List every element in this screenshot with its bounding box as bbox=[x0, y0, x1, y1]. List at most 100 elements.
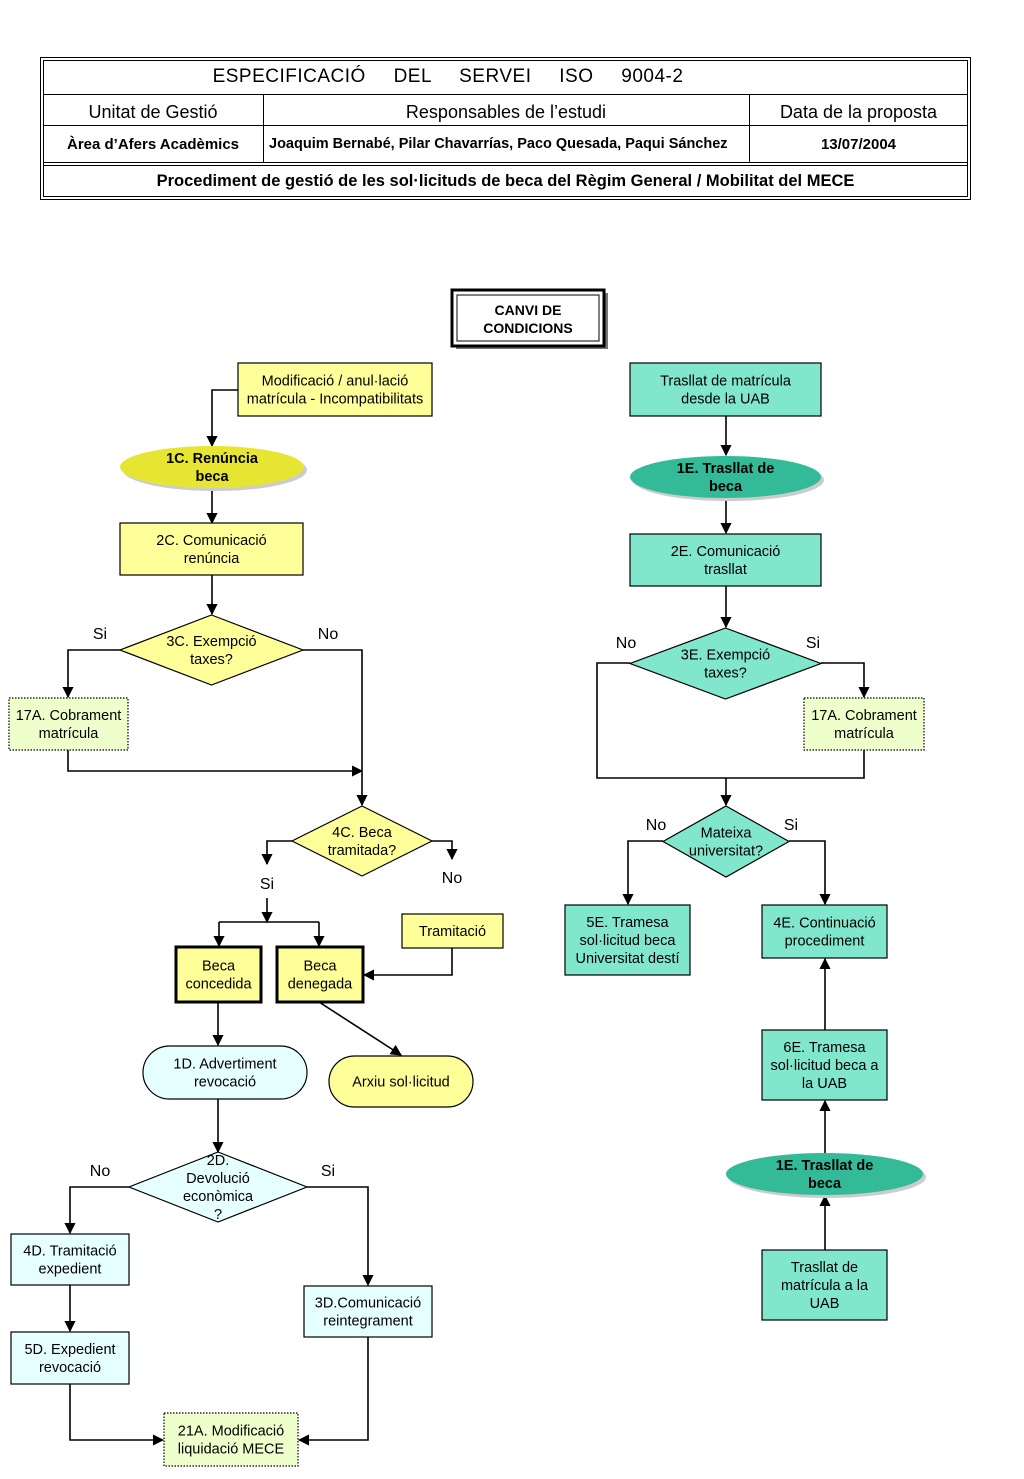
node-d1-shape bbox=[142, 1045, 308, 1100]
node-e1t-text: 1E. Trasllat de bbox=[677, 461, 775, 477]
node-tr2-shape bbox=[761, 1249, 888, 1321]
header-row-line bbox=[43, 125, 968, 126]
node-e3-text: 3E. Exempció bbox=[681, 648, 770, 664]
node-d3-text: reintegrament bbox=[323, 1314, 412, 1330]
branch-label-d2_no: No bbox=[90, 1163, 111, 1180]
node-e3-text: taxes? bbox=[704, 666, 747, 682]
node-c4-shape bbox=[290, 805, 434, 877]
node-mat-text: universitat? bbox=[689, 844, 763, 860]
node-tr1-shape bbox=[629, 362, 822, 417]
node-e3-shape bbox=[628, 627, 823, 700]
procedure-title: Procediment de gestió de les sol·licitud… bbox=[156, 172, 855, 190]
connector bbox=[307, 1186, 374, 1287]
node-c3-shape bbox=[118, 614, 305, 686]
node-a17l-text: 17A. Cobrament bbox=[16, 708, 122, 724]
node-tr2-text: matrícula a la bbox=[781, 1278, 869, 1294]
node-a21-text: liquidació MECE bbox=[178, 1442, 285, 1458]
node-d3-text: 3D.Comunicació bbox=[315, 1296, 421, 1312]
header-inner-frame bbox=[43, 60, 968, 197]
node-d2-text: Devolució bbox=[186, 1171, 250, 1187]
node-c2-text: renúncia bbox=[184, 551, 241, 567]
title-box: CANVI DE CONDICIONS bbox=[450, 288, 608, 349]
node-e1b-shape bbox=[726, 1153, 923, 1195]
node-d4-text: expedient bbox=[39, 1262, 102, 1278]
unit-value: Àrea d’Afers Acadèmics bbox=[66, 135, 240, 153]
connector bbox=[62, 649, 120, 699]
node-tr1-text: Trasllat de matrícula bbox=[660, 374, 792, 390]
header-row-line bbox=[43, 162, 968, 163]
node-a17r-shape bbox=[803, 697, 925, 751]
branch-label-c4_no: No bbox=[442, 870, 463, 887]
branch-label-c4_yes: Si bbox=[260, 876, 274, 893]
node-d1-text: revocació bbox=[194, 1075, 256, 1091]
node-d3-shape bbox=[303, 1285, 433, 1338]
node-conc-shape bbox=[174, 945, 263, 1004]
connector bbox=[789, 840, 831, 906]
node-tram: Tramitació bbox=[401, 913, 504, 949]
responsible-value: Joaquim Bernabé, Pilar Chavarrías, Paco … bbox=[269, 136, 728, 152]
node-e4-shape bbox=[761, 904, 888, 959]
node-e2-text: 2E. Comunicació bbox=[671, 544, 781, 560]
title-box-text: CANVI DE bbox=[495, 302, 562, 318]
responsible-label: Responsables de l’estudi bbox=[405, 101, 607, 122]
connector bbox=[261, 840, 292, 866]
node-c4-text: tramitada? bbox=[328, 843, 397, 859]
node-tr1-text: desde la UAB bbox=[681, 392, 770, 408]
node-arx-shape bbox=[328, 1055, 474, 1108]
title-box-inner bbox=[456, 294, 600, 342]
node-e5-text: 5E. Tramesa bbox=[586, 915, 669, 931]
header-row-line bbox=[43, 94, 968, 95]
date-value: 13/07/2004 bbox=[820, 135, 897, 153]
node-c2-shape bbox=[119, 522, 304, 576]
node-e5-text: sol·licitud beca bbox=[580, 933, 677, 949]
node-e1t: 1E. Trasllat de beca bbox=[630, 456, 824, 501]
node-e3: 3E. Exempció taxes? bbox=[628, 627, 823, 700]
node-c1-text: 1C. Renúncia bbox=[166, 451, 259, 467]
node-tr1: Trasllat de matrícula desde la UAB bbox=[629, 362, 822, 417]
node-e1b-text: 1E. Trasllat de bbox=[776, 1158, 874, 1174]
branch-label-mat_yes: Si bbox=[784, 817, 798, 834]
node-e6-text: la UAB bbox=[802, 1076, 847, 1092]
node-c4-text: 4C. Beca bbox=[332, 825, 393, 841]
node-e1t-shape bbox=[630, 456, 821, 498]
node-a17r-text: matrícula bbox=[834, 726, 895, 742]
node-e4-text: 4E. Continuació bbox=[773, 916, 875, 932]
connector bbox=[596, 662, 865, 779]
node-d2-shape bbox=[127, 1151, 309, 1223]
node-e1t-text: beca bbox=[709, 479, 743, 495]
branch-label-e3_yes: Si bbox=[806, 635, 820, 652]
node-a21-text: 21A. Modificació bbox=[178, 1424, 284, 1440]
node-tr2-text: Trasllat de bbox=[791, 1260, 858, 1276]
node-mat-shape bbox=[661, 805, 791, 878]
connector bbox=[206, 389, 238, 448]
node-a17l-text: matrícula bbox=[39, 726, 100, 742]
node-mod-text: matrícula - Incompatibilitats bbox=[247, 392, 423, 408]
node-a17l: 17A. Cobrament matrícula bbox=[8, 697, 129, 751]
header-table bbox=[40, 57, 971, 200]
connector bbox=[432, 840, 458, 861]
node-d2-text: ? bbox=[214, 1207, 222, 1223]
branch-label-mat_no: No bbox=[646, 817, 667, 834]
node-den-shape bbox=[275, 945, 365, 1004]
connector bbox=[69, 1384, 165, 1446]
node-e4-text: procediment bbox=[785, 934, 865, 950]
title-box-text: CONDICIONS bbox=[483, 320, 572, 336]
unit-label: Unitat de Gestió bbox=[88, 101, 218, 122]
